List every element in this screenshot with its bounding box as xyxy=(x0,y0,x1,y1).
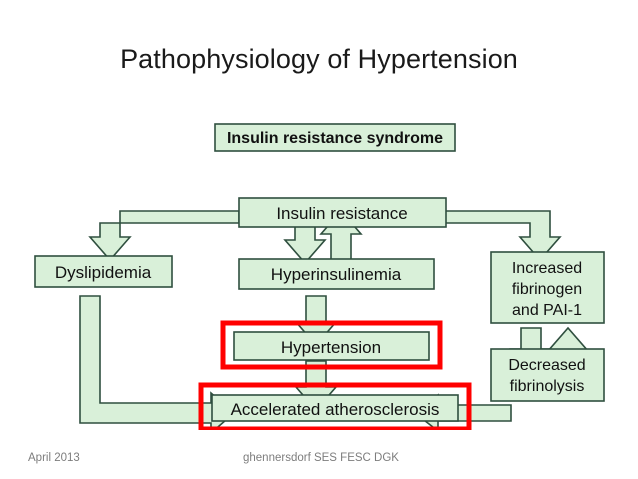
node-label: Insulin resistance syndrome xyxy=(227,130,443,147)
highlight-accelerated-atherosclerosis xyxy=(198,382,472,430)
node-label: Hypertension xyxy=(281,338,381,357)
node-box xyxy=(34,255,173,288)
page-title: Pathophysiology of Hypertension xyxy=(120,44,518,74)
node-increased-fibrinogen-pai1[interactable]: Increased fibrinogen and PAI-1 xyxy=(490,251,605,324)
edge-dyslipidemia-to-atherosclerosis xyxy=(79,295,236,430)
node-label: Hyperinsulinemia xyxy=(271,265,402,284)
footer-date: April 2013 xyxy=(28,452,80,464)
node-hypertension[interactable]: Hypertension xyxy=(233,331,430,361)
node-label: Insulin resistance xyxy=(276,204,407,223)
node-box xyxy=(233,331,430,361)
highlight-hypertension xyxy=(220,320,443,370)
node-label-line2: fibrinolysis xyxy=(510,378,585,395)
node-box xyxy=(214,123,456,152)
node-label: Accelerated atherosclerosis xyxy=(231,400,440,419)
node-label: Dyslipidemia xyxy=(55,263,152,282)
node-box xyxy=(490,348,605,402)
node-decreased-fibrinolysis[interactable]: Decreased fibrinolysis xyxy=(490,348,605,402)
edge-insulin-resistance-to-dyslipidemia xyxy=(88,210,240,262)
node-insulin-resistance-syndrome[interactable]: Insulin resistance syndrome xyxy=(214,123,456,152)
footer-author: ghennersdorf SES FESC DGK xyxy=(243,452,399,464)
node-box xyxy=(211,394,459,422)
node-hyperinsulinemia[interactable]: Hyperinsulinemia xyxy=(238,258,435,290)
node-box xyxy=(238,258,435,290)
node-box xyxy=(238,197,447,228)
pathophysiology-flowchart: Insulin resistance syndrome Insulin resi… xyxy=(18,110,622,430)
node-insulin-resistance[interactable]: Insulin resistance xyxy=(238,197,447,228)
node-dyslipidemia[interactable]: Dyslipidemia xyxy=(34,255,173,288)
node-label-line1: Decreased xyxy=(508,357,585,374)
node-accelerated-atherosclerosis[interactable]: Accelerated atherosclerosis xyxy=(211,394,459,422)
node-label-line3: and PAI-1 xyxy=(512,302,582,319)
node-label-line1: Increased xyxy=(512,260,582,277)
node-box xyxy=(490,251,605,324)
node-label-line2: fibrinogen xyxy=(512,281,582,298)
